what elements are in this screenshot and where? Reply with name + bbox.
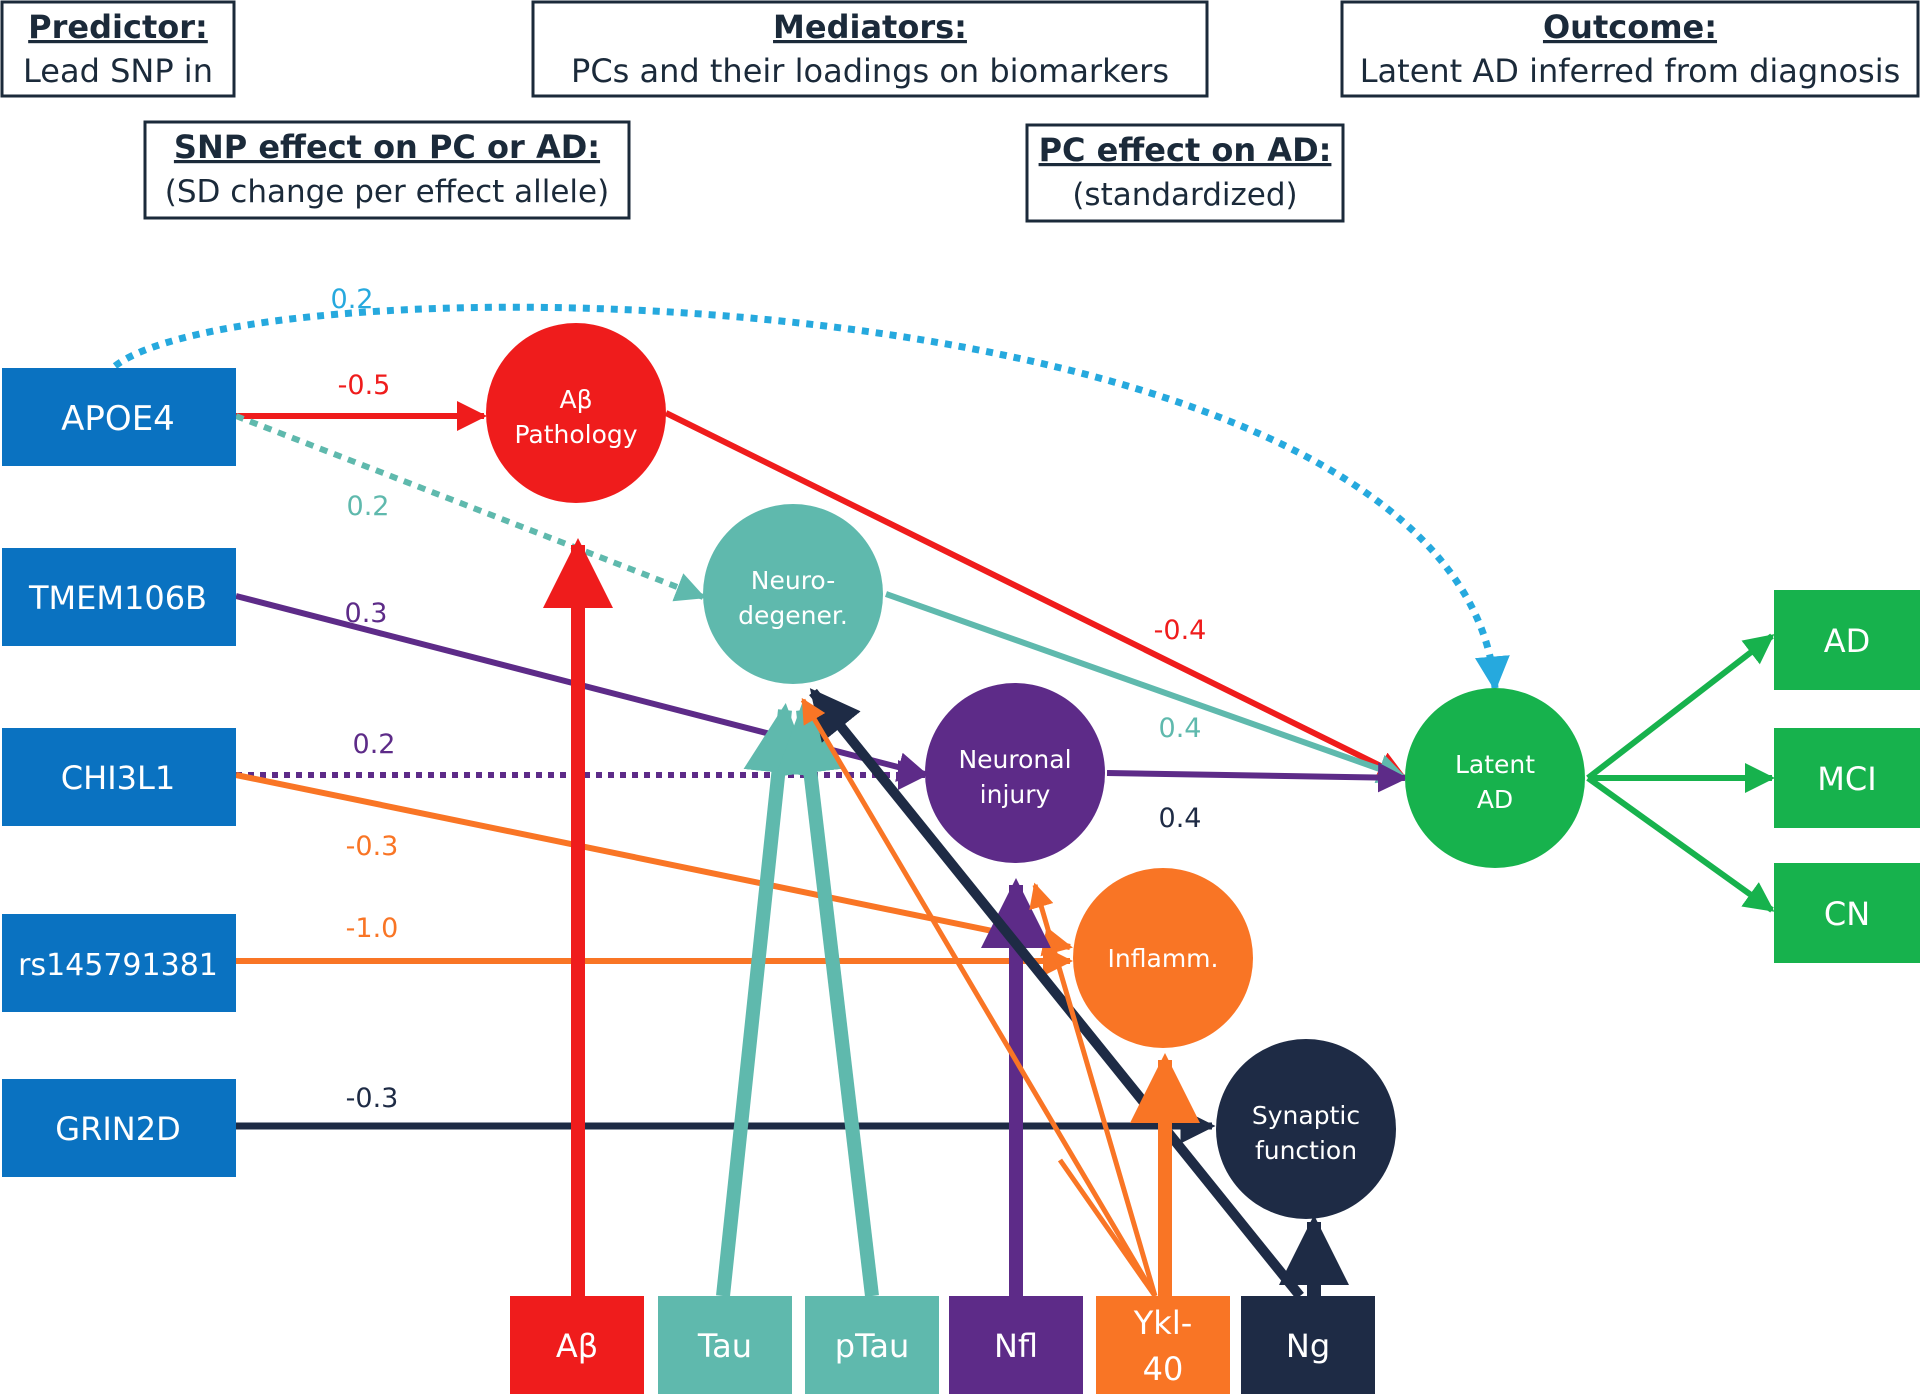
snp-effect-subtitle: (SD change per effect allele) — [165, 174, 609, 210]
biomarker-ykl40-label-1: Ykl- — [1133, 1304, 1193, 1342]
biomarker-ykl40: Ykl- 40 — [1096, 1296, 1230, 1394]
ng-to-neurodegeneration-arrow — [809, 688, 1304, 1300]
effect-apoe4-neurodegeneration: 0.2 — [347, 491, 390, 522]
snp-apoe4-label: APOE4 — [61, 399, 175, 439]
latent-ad: Latent AD — [1405, 688, 1585, 868]
effect-tmem106b-injury: 0.3 — [345, 598, 388, 629]
biomarker-abeta-label: Aβ — [556, 1327, 598, 1365]
pc-neuro-label-2: degener. — [738, 601, 848, 630]
biomarker-ptau-label: pTau — [835, 1327, 909, 1365]
snp-chi3l1-label: CHI3L1 — [61, 759, 175, 797]
effect-chi3l1-inflammation: -0.3 — [346, 831, 399, 862]
mediators-title: Mediators: — [773, 8, 967, 46]
mediators-subtitle: PCs and their loadings on biomarkers — [571, 52, 1169, 90]
ykl40-to-injury-arrow — [1029, 882, 1158, 1297]
abeta-to-latent-ad-arrow — [664, 410, 1408, 781]
pc-inflammation: Inflamm. — [1073, 868, 1253, 1048]
neurodegeneration-to-latent-ad-arrow — [884, 591, 1408, 784]
effect-rs145791381-inflammation: -1.0 — [346, 913, 399, 944]
biomarker-ykl40-label-2: 40 — [1143, 1350, 1184, 1388]
snp-effect-title: SNP effect on PC or AD: — [174, 128, 600, 166]
injury-to-latent-ad-arrow — [1106, 762, 1408, 793]
pc-effect-title: PC effect on AD: — [1039, 131, 1332, 169]
tau-to-neurodegeneration-arrow — [716, 703, 814, 1297]
diagnosis-ad: AD — [1774, 590, 1920, 690]
diagnosis-cn: CN — [1774, 863, 1920, 963]
pc-abeta-pathology: Aβ Pathology — [486, 323, 666, 503]
pc-abeta-label-1: Aβ — [559, 385, 592, 414]
effect-apoe4-abeta: -0.5 — [338, 370, 391, 401]
pc-effect-header: PC effect on AD: (standardized) — [1025, 123, 1345, 223]
biomarker-nfl: Nfl — [949, 1296, 1083, 1394]
effect-grin2d-synaptic: -0.3 — [346, 1083, 399, 1114]
biomarker-ptau: pTau — [805, 1296, 939, 1394]
latent-ad-label-2: AD — [1477, 785, 1513, 814]
pc-inflamm-label: Inflamm. — [1108, 944, 1219, 973]
pc-effect-subtitle: (standardized) — [1072, 177, 1297, 213]
diagnosis-mci-label: MCI — [1817, 760, 1876, 798]
diagnosis-ad-label: AD — [1824, 622, 1871, 660]
pc-abeta-label-2: Pathology — [514, 420, 637, 449]
ykl40-to-synaptic-arrow — [1057, 1158, 1158, 1298]
latent-ad-to-ad-arrow — [1586, 633, 1775, 781]
pc-neuro-label-1: Neuro- — [751, 566, 835, 595]
snp-apoe4: APOE4 — [2, 368, 236, 466]
pc-neuronal-injury: Neuronal injury — [925, 683, 1105, 863]
snp-grin2d: GRIN2D — [2, 1079, 236, 1177]
effect-neurodegeneration-latent-ad: 0.4 — [1159, 713, 1202, 744]
latent-ad-label-1: Latent — [1455, 750, 1535, 779]
pc-injury-label-1: Neuronal — [958, 745, 1071, 774]
diagnosis-mci: MCI — [1774, 728, 1920, 828]
predictor-subtitle: Lead SNP in — [23, 52, 213, 90]
predictor-header: Predictor: Lead SNP in — [0, 0, 236, 98]
snp-tmem106b-label: TMEM106B — [28, 579, 207, 617]
effect-abeta-latent-ad: -0.4 — [1154, 615, 1207, 646]
effect-apoe4-latent-ad: 0.2 — [331, 284, 374, 315]
biomarker-ng-label: Ng — [1286, 1327, 1330, 1365]
biomarker-ng: Ng — [1241, 1296, 1375, 1394]
ykl40-to-neurodegeneration-arrow — [800, 697, 1158, 1298]
outcome-title: Outcome: — [1543, 8, 1717, 46]
snp-tmem106b: TMEM106B — [2, 548, 236, 646]
pc-injury-label-2: injury — [980, 780, 1051, 809]
biomarker-tau-label: Tau — [697, 1327, 752, 1365]
latent-ad-to-cn-arrow — [1586, 775, 1775, 913]
snp-grin2d-label: GRIN2D — [55, 1110, 180, 1148]
snp-rs145791381-label: rs145791381 — [18, 948, 218, 983]
pc-neurodegeneration: Neuro- degener. — [703, 504, 883, 684]
snp-rs145791381: rs145791381 — [2, 914, 236, 1012]
diagnosis-cn-label: CN — [1824, 895, 1870, 933]
pc-synaptic-label-1: Synaptic — [1252, 1101, 1360, 1130]
effect-injury-latent-ad: 0.4 — [1159, 803, 1202, 834]
predictor-title: Predictor: — [28, 8, 208, 46]
outcome-subtitle: Latent AD inferred from diagnosis — [1360, 52, 1901, 90]
ptau-to-neurodegeneration-arrow — [775, 703, 879, 1297]
biomarker-nfl-label: Nfl — [994, 1327, 1038, 1365]
pc-synaptic-function: Synaptic function — [1216, 1039, 1396, 1219]
pc-synaptic-label-2: function — [1255, 1136, 1357, 1165]
snp-effect-header: SNP effect on PC or AD: (SD change per e… — [143, 120, 631, 220]
snp-chi3l1: CHI3L1 — [2, 728, 236, 826]
biomarker-tau: Tau — [658, 1296, 792, 1394]
mediators-header: Mediators: PCs and their loadings on bio… — [531, 0, 1209, 98]
biomarker-abeta: Aβ — [510, 1296, 644, 1394]
outcome-header: Outcome: Latent AD inferred from diagnos… — [1340, 0, 1920, 98]
effect-chi3l1-injury: 0.2 — [353, 729, 396, 760]
